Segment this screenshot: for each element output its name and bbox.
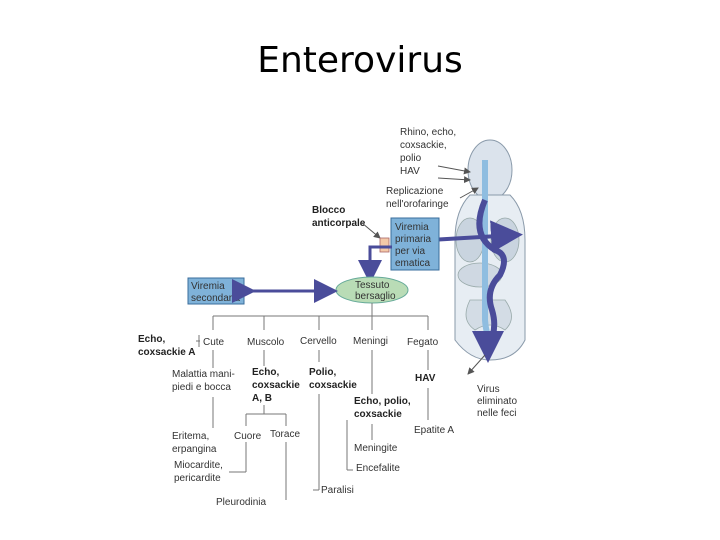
primary-viremia-box — [390, 217, 440, 271]
disease-herpangina: Eritema, erpangina — [172, 431, 217, 455]
organ-meningi: Meningi — [353, 336, 388, 347]
viral-path-arrow — [476, 198, 507, 347]
replication-pointer — [459, 187, 479, 199]
disease-paralisi: Paralisi — [321, 485, 354, 496]
target-tissue-text: Tessuto bersaglio — [355, 280, 396, 302]
organ-cute: Cute — [203, 337, 225, 348]
organ-cervello: Cervello — [300, 336, 337, 347]
entry-pointer — [437, 165, 471, 175]
disease-torace: Torace — [270, 429, 300, 440]
virus-fegato: HAV — [415, 373, 436, 384]
organ-fegato: Fegato — [407, 337, 439, 348]
virus-meningi: Echo, polio, coxsackie — [354, 396, 413, 420]
entry-text: Rhino, echo, coxsackie, polio HAV — [400, 127, 459, 177]
replication-text: Replicazione nell'orofaringe — [386, 186, 449, 210]
disease-epatite: Epatite A — [414, 425, 454, 436]
shed-pointer — [467, 354, 486, 375]
virus-cute: Echo, coxsackie A — [138, 334, 195, 358]
disease-myocarditis: Miocardite, pericardite — [174, 460, 226, 484]
antibody-pointer — [361, 222, 381, 239]
virus-cervello: Polio, coxsackie — [309, 367, 357, 391]
disease-pleurodynia: Pleurodinia — [216, 497, 266, 508]
disease-meningite: Meningite — [354, 443, 398, 454]
antibody-block-marker — [379, 237, 390, 253]
disease-encefalite: Encefalite — [356, 463, 400, 474]
secondary-viremia-text: Viremia secondaria — [191, 281, 240, 304]
disease-branch-lines — [212, 350, 429, 500]
organ-branch-lines — [212, 303, 429, 330]
slide-title: Enterovirus — [257, 40, 463, 81]
shed-text: Virus eliminato nelle feci — [477, 384, 520, 419]
disease-hfmd: Malattia mani- piedi e bocca — [172, 369, 238, 393]
antibody-block-text: Blocco anticorpale — [312, 205, 366, 229]
primary-viremia-text: Viremia primaria per via ematica — [395, 222, 434, 269]
virus-muscolo: Echo, coxsackie A, B — [252, 367, 303, 404]
to-target-arrow — [358, 245, 392, 284]
organ-muscolo: Muscolo — [247, 337, 285, 348]
viremia-spread-arrow — [429, 220, 523, 253]
disease-cuore: Cuore — [234, 431, 262, 442]
entry-pointer — [437, 176, 471, 184]
